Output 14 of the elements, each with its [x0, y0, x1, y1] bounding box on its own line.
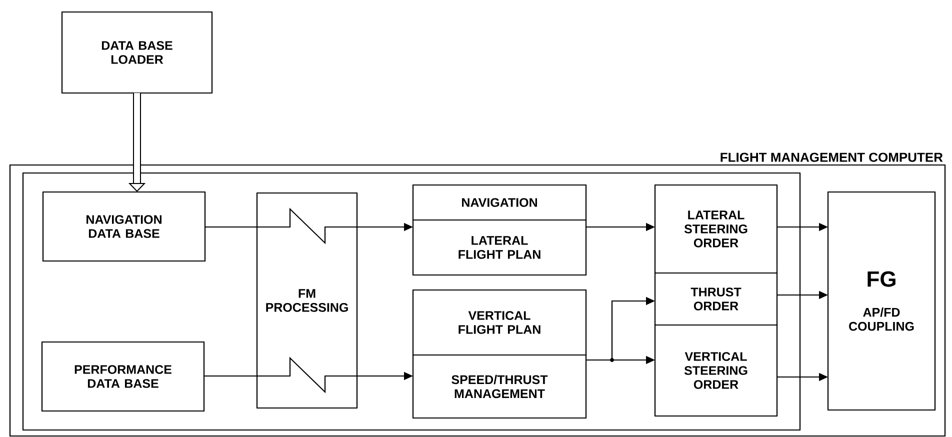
- module-frame: [22, 172, 801, 431]
- order-box: LATERAL STEERING ORDER: [654, 184, 778, 274]
- loader-box: DATA BASE LOADER: [61, 11, 213, 94]
- order-box: VERTICAL STEERING ORDER: [654, 324, 778, 417]
- guidance-box: FG AP/FD COUPLING: [827, 191, 936, 411]
- function-box: SPEED/THRUST MANAGEMENT: [412, 354, 587, 419]
- processing-box: FM PROCESSING: [256, 192, 358, 409]
- function-box: NAVIGATION: [412, 184, 587, 221]
- node-label: FLIGHT MANAGEMENT COMPUTER: [720, 152, 943, 162]
- function-box: VERTICAL FLIGHT PLAN: [412, 289, 587, 356]
- database-box: NAVIGATION DATA BASE: [42, 191, 206, 262]
- order-box: THRUST ORDER: [654, 272, 778, 326]
- database-box: PERFORMANCE DATA BASE: [41, 341, 205, 412]
- function-box: LATERAL FLIGHT PLAN: [412, 219, 587, 276]
